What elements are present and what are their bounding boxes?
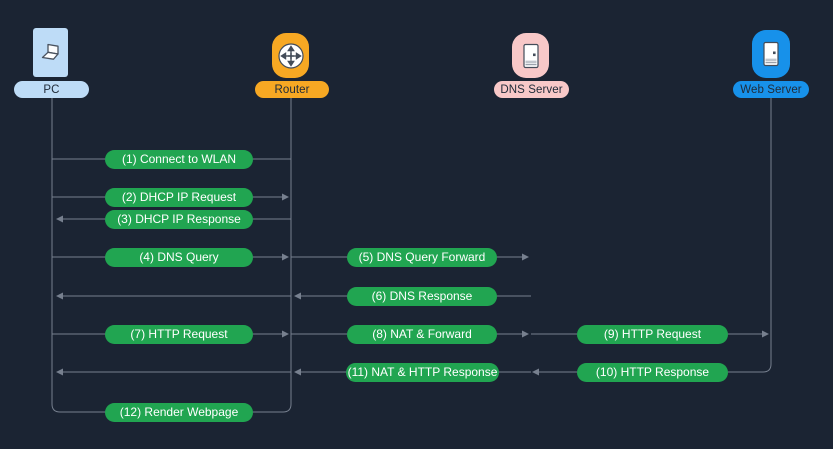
participant-label-text: DNS Server (500, 83, 563, 96)
laptop-icon (41, 43, 59, 60)
participant-webserver-label: Web Server (733, 81, 809, 98)
participant-router-card (272, 33, 309, 78)
participant-label-text: Router (274, 83, 310, 96)
message-7-pill: (7) HTTP Request (105, 324, 253, 344)
participant-label-text: PC (43, 83, 60, 96)
message-2-pill: (2) DHCP IP Request (105, 187, 253, 207)
message-4-pill: (4) DNS Query (105, 247, 253, 267)
participant-router-label: Router (255, 81, 329, 98)
participant-dns-label: DNS Server (494, 81, 569, 98)
router-icon (277, 42, 304, 69)
webserver-lifeline (539, 97, 772, 373)
message-10-pill: (10) HTTP Response (577, 362, 728, 382)
server-icon (763, 41, 779, 67)
message-12-pill: (12) Render Webpage (105, 402, 253, 422)
message-5-pill: (5) DNS Query Forward (347, 247, 497, 267)
message-1-pill: (1) Connect to WLAN (105, 149, 253, 169)
participant-label-text: Web Server (740, 83, 802, 96)
message-9-pill: (9) HTTP Request (577, 324, 728, 344)
participant-pc-card (33, 28, 68, 77)
message-3-pill: (3) DHCP IP Response (105, 209, 253, 229)
arrowheads (56, 193, 769, 376)
message-11-pill: (11) NAT & HTTP Response (346, 362, 499, 382)
message-6-pill: (6) DNS Response (347, 286, 497, 306)
message-8-pill: (8) NAT & Forward (347, 324, 497, 344)
server-icon (522, 43, 539, 68)
participant-pc-label: PC (14, 81, 89, 98)
participant-webserver-card (752, 30, 790, 78)
participant-dns-card (512, 33, 549, 78)
